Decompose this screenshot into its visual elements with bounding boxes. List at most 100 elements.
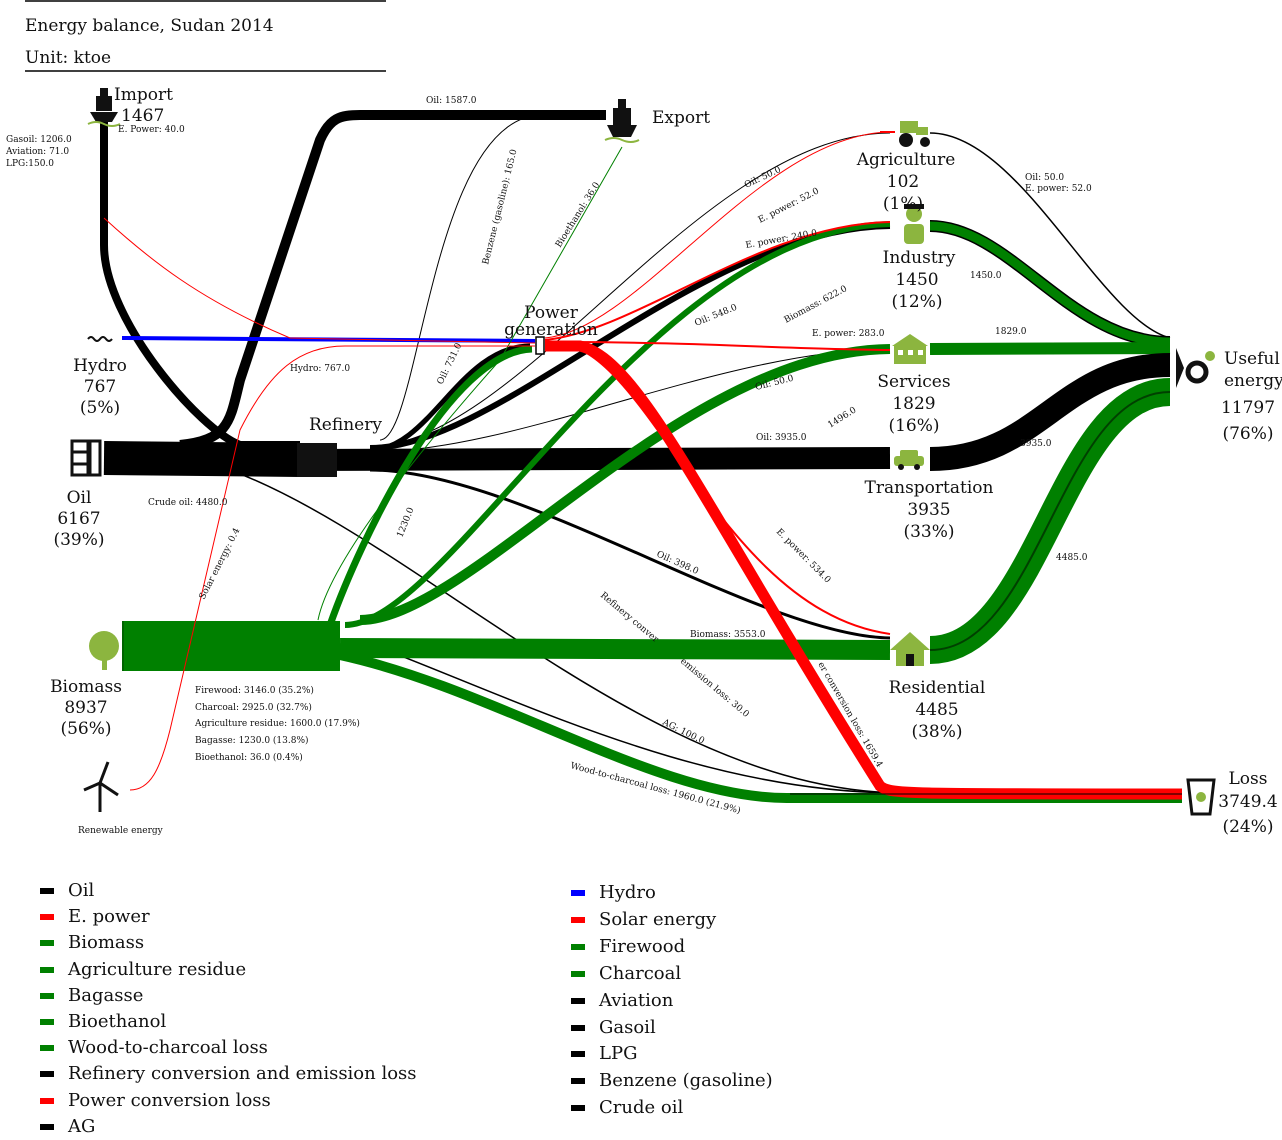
legend-label: Charcoal — [599, 962, 682, 984]
industry-share: (12%) — [891, 292, 942, 312]
loss-name: Loss — [1229, 769, 1268, 789]
hydro-share: (5%) — [80, 398, 120, 418]
legend-swatch — [571, 1105, 585, 1112]
label-bagasse: 1230.0 — [396, 506, 417, 539]
label-ep-services: E. power: 283.0 — [812, 329, 885, 339]
legend-label: E. power — [68, 906, 150, 928]
legend-swatch — [571, 890, 585, 896]
flow-serv-useful — [929, 342, 1171, 355]
biomass-breakdown-4: Bioethanol: 36.0 (0.4%) — [195, 752, 303, 763]
legend-label: LPG — [599, 1043, 638, 1065]
legend-label: Power conversion loss — [68, 1089, 271, 1111]
residential-value: 4485 — [915, 700, 958, 720]
biomass-breakdown-3: Bagasse: 1230.0 (13.8%) — [195, 735, 309, 746]
flow-ag — [359, 639, 901, 794]
residential-share: (38%) — [911, 722, 962, 742]
ship-icon — [87, 88, 121, 127]
legend-swatch — [571, 970, 585, 977]
flow-ind-useful — [929, 221, 1171, 347]
legend-swatch — [40, 914, 54, 921]
legend-swatch — [40, 1097, 54, 1104]
house-icon — [890, 632, 930, 666]
gear-icon — [1176, 348, 1215, 388]
legend-label: Oil — [68, 880, 95, 901]
legend-label: Hydro — [599, 882, 656, 903]
import-breakdown-1: Aviation: 71.0 — [5, 147, 69, 157]
tree-icon — [89, 631, 119, 670]
label-emission-loss: emission loss: 30.0 — [678, 657, 751, 720]
industry-name: Industry — [883, 248, 956, 268]
oil-value: 6167 — [57, 509, 100, 529]
legend-label: Bagasse — [68, 984, 144, 1006]
flow-bio-residential — [339, 638, 891, 660]
loss-share: (24%) — [1222, 817, 1273, 837]
legend-label: Refinery conversion and emission loss — [68, 1063, 417, 1085]
label-benzene: Benzene (gasoline): 165.0 — [480, 148, 519, 266]
flow-import-epower — [103, 217, 536, 344]
flow-oil-export — [179, 110, 606, 450]
residential-name: Residential — [889, 678, 986, 698]
refinery-node — [297, 443, 337, 477]
legend-label: Crude oil — [599, 1097, 684, 1119]
label-oil-731: Oil: 731.0 — [436, 341, 465, 386]
waves-icon — [87, 336, 113, 342]
label-agri-useful-2: E. power: 52.0 — [1025, 184, 1092, 194]
flow-ep-agri — [544, 131, 891, 339]
bin-icon — [1186, 778, 1216, 816]
biomass-share: (56%) — [60, 719, 111, 739]
flow-trans-useful — [929, 353, 1171, 471]
legend-swatch — [40, 940, 54, 947]
legend-label: AG — [68, 1115, 96, 1137]
flow-ind-useful-base — [929, 220, 1171, 348]
label-serv-useful: 1829.0 — [995, 327, 1027, 337]
flow-bagasse-power — [326, 345, 533, 627]
industry-value: 1450 — [895, 270, 938, 290]
biomass-breakdown-1: Charcoal: 2925.0 (32.7%) — [195, 702, 312, 713]
barrels-icon — [70, 439, 102, 477]
legend-swatch — [571, 1024, 585, 1031]
legend-swatch — [571, 916, 585, 923]
agriculture-name: Agriculture — [856, 150, 956, 170]
flow-bioethanol — [317, 146, 623, 621]
export-ship-icon — [604, 99, 640, 143]
flow-benzene — [379, 114, 541, 441]
agriculture-value: 102 — [887, 172, 919, 192]
label-crude: Crude oil: 4480.0 — [148, 498, 228, 508]
loss-value: 3749.4 — [1218, 792, 1277, 812]
label-hydro: Hydro: 767.0 — [290, 364, 350, 374]
renewable-name: Renewable energy — [78, 826, 164, 836]
label-ind-useful: 1450.0 — [970, 271, 1002, 281]
legend-swatch — [571, 1078, 585, 1085]
label-bioethanol: Bioethanol: 36.0 — [554, 180, 602, 249]
label-oil-export: Oil: 1587.0 — [426, 96, 477, 106]
legend-label: Benzene (gasoline) — [599, 1070, 773, 1092]
legend-swatch — [40, 966, 54, 973]
legend-label: Agriculture residue — [68, 958, 247, 980]
useful-share: (76%) — [1222, 424, 1273, 444]
flow-bio-industry — [344, 221, 891, 628]
transportation-value: 3935 — [907, 500, 950, 520]
legend-label: Solar energy — [599, 908, 717, 930]
label-agri-useful-1: Oil: 50.0 — [1025, 173, 1064, 183]
legend-swatch — [571, 997, 585, 1004]
legend-label: Biomass — [68, 932, 145, 954]
flow-oil-agri — [369, 132, 891, 447]
label-oil-transport: Oil: 3935.0 — [756, 433, 807, 443]
hydro-name: Hydro — [73, 356, 127, 376]
flow-power-loss — [545, 340, 1183, 800]
oil-name: Oil — [67, 488, 92, 508]
flow-oil-residential — [369, 468, 891, 640]
biomass-breakdown-2: Agriculture residue: 1600.0 (17.9%) — [194, 718, 360, 729]
label-oil-agri: Oil: 50.0 — [743, 165, 783, 191]
power-generation-node — [535, 336, 545, 355]
biomass-source-bar — [122, 621, 124, 671]
legend-label: Firewood — [599, 935, 686, 957]
label-refinery-loss: Refinery conver — [598, 591, 660, 646]
tractor-icon — [899, 121, 930, 147]
label-bio-services: 1496.0 — [826, 405, 858, 430]
legend-swatch — [40, 888, 54, 894]
unit-label: Unit: ktoe — [25, 48, 111, 68]
wind-turbine-icon — [83, 761, 119, 812]
services-name: Services — [877, 372, 950, 392]
